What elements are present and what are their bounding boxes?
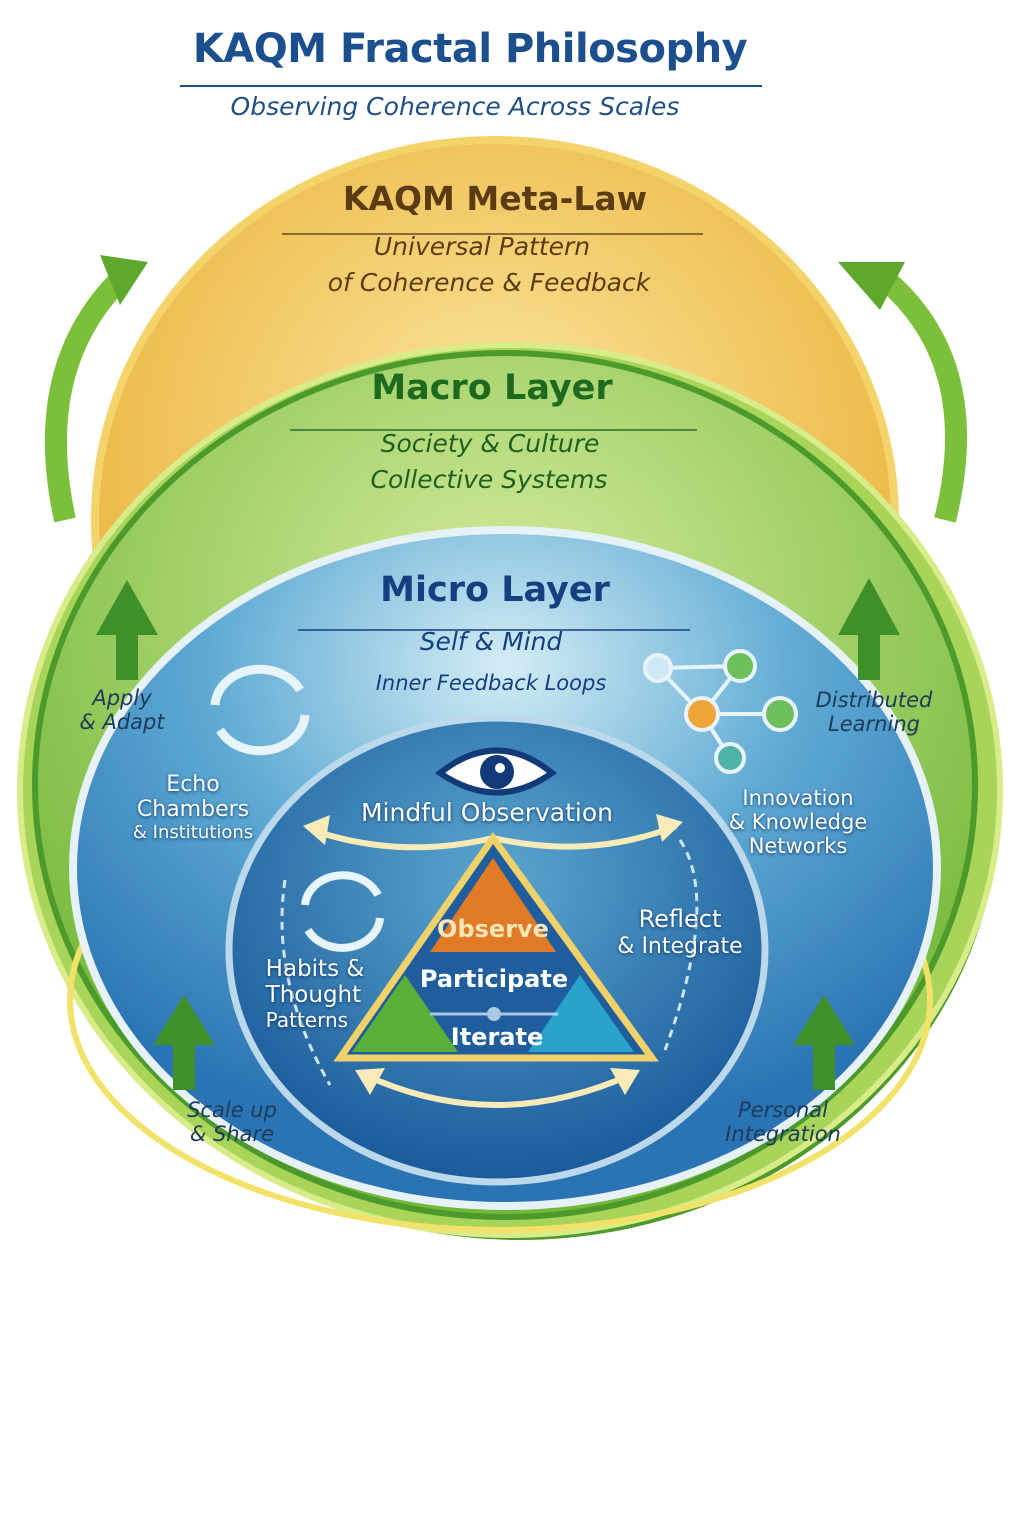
triangle-participate: Participate	[419, 965, 569, 993]
label-scale-share: Scale up& Share	[187, 1098, 277, 1146]
label-line: Reflect	[638, 905, 722, 933]
triangle-observe: Observe	[437, 915, 549, 943]
micro-layer-line2: Inner Feedback Loops	[375, 671, 607, 695]
label-line: Personal	[737, 1098, 829, 1122]
label-line: & Integrate	[617, 933, 743, 959]
micro-layer-title: Micro Layer	[380, 570, 610, 610]
left-arrowhead-icon	[100, 255, 148, 305]
right-curved-arrow	[873, 266, 967, 523]
reflect-integrate-label: Reflect& Integrate	[617, 905, 743, 959]
label-line: Thought	[265, 982, 362, 1009]
network-icon	[643, 649, 798, 774]
left-curved-arrow	[45, 261, 138, 523]
arrowhead-icon	[303, 815, 330, 845]
label-line: Chambers	[136, 797, 250, 823]
label-line: & Institutions	[132, 821, 254, 843]
label-line: Patterns	[265, 1007, 349, 1032]
micro-layer-line1: Self & Mind	[419, 627, 563, 656]
label-line: Apply	[92, 686, 152, 710]
label-line: & Share	[189, 1122, 275, 1147]
label-apply-adapt: Apply& Adapt	[79, 686, 164, 734]
arrowhead-icon	[656, 814, 683, 842]
label-line: Learning	[828, 712, 920, 737]
label-line: Echo	[166, 772, 220, 797]
page-subtitle: Observing Coherence Across Scales	[230, 92, 680, 121]
bottom-flow-arrow	[363, 1072, 632, 1108]
arrowhead-icon	[355, 1068, 385, 1095]
arrowhead-icon	[610, 1068, 640, 1095]
dashed-loop-left	[280, 879, 332, 1086]
dashed-loop-right	[663, 839, 699, 1051]
right-arrowhead-icon	[838, 262, 905, 310]
meta-law-title: KAQM Meta-Law	[342, 179, 648, 218]
macro-layer-line1: Society & Culture	[380, 429, 600, 458]
mindful-observation-label: Mindful Observation	[360, 798, 614, 827]
meta-law-line2: of Coherence & Feedback	[327, 268, 651, 297]
macro-layer-title: Macro Layer	[371, 368, 613, 408]
triangle-iterate: Iterate	[450, 1023, 544, 1051]
label-line: Habits &	[265, 956, 365, 982]
meta-law-line1: Universal Pattern	[373, 232, 591, 261]
macro-layer-line2: Collective Systems	[370, 465, 608, 494]
triangle-diagram	[333, 831, 659, 1062]
page-title: KAQM Fractal Philosophy	[192, 26, 748, 72]
label-line: Scale up	[187, 1098, 277, 1122]
label-line: Distributed	[815, 688, 933, 712]
label-line: & Knowledge	[728, 810, 868, 835]
up-arrow-icons	[96, 578, 900, 1090]
label-line: Integration	[725, 1122, 841, 1147]
feedback-loop-icon	[210, 664, 310, 756]
label-line: Networks	[748, 834, 848, 859]
label-line: & Adapt	[79, 710, 165, 735]
eye-icon	[434, 747, 557, 796]
label-line: Innovation	[742, 786, 854, 810]
habit-loop-icon	[301, 871, 384, 952]
